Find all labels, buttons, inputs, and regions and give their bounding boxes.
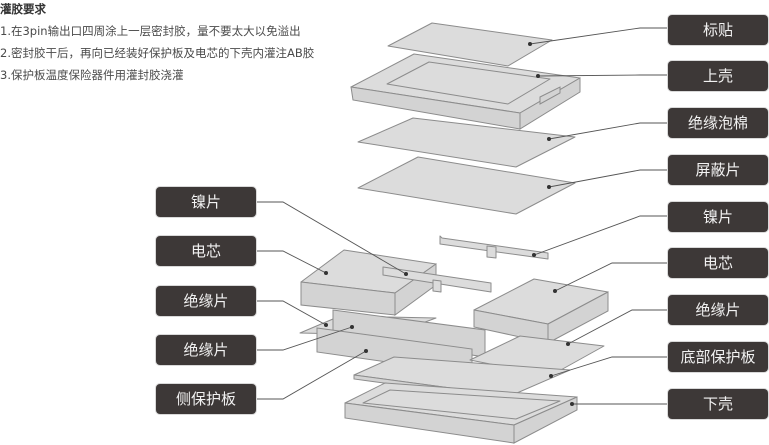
- part-shielding-sheet: [357, 156, 576, 215]
- part-upper-shell: [350, 53, 581, 130]
- leader-line: [548, 122, 668, 140]
- leader-anchor-dot: [404, 272, 408, 276]
- leader-anchor-dot: [570, 402, 574, 406]
- label-bottom-protection-board: 底部保护板: [668, 342, 768, 372]
- leader-anchor-dot: [364, 349, 368, 353]
- notes-title: 灌胶要求: [0, 2, 46, 16]
- label-cell-right: 电芯: [668, 248, 768, 278]
- leader-anchor-dot: [532, 253, 536, 257]
- leader-line: [567, 309, 668, 345]
- label-nickel-strip-right: 镍片: [668, 202, 768, 232]
- label-cell-left: 电芯: [156, 236, 256, 266]
- part-lower-shell: [344, 382, 578, 444]
- leader-anchor-dot: [536, 74, 540, 78]
- leader-line: [533, 215, 668, 256]
- leader-anchor-dot: [549, 374, 553, 378]
- leader-line: [550, 356, 668, 377]
- label-insulation-sheet-right: 绝缘片: [668, 295, 768, 325]
- leader-anchor-dot: [528, 42, 532, 46]
- leader-anchor-dot: [566, 342, 570, 346]
- label-upper-shell: 上壳: [668, 61, 768, 91]
- leader-line: [256, 250, 327, 274]
- note-item: 3.保护板温度保险器件用灌封胶浇灌: [0, 68, 184, 82]
- part-cell-right: [473, 278, 609, 344]
- leader-line: [548, 169, 668, 188]
- leader-line: [256, 326, 353, 351]
- leader-line: [554, 262, 668, 292]
- label-shielding-sheet: 屏蔽片: [668, 155, 768, 185]
- leader-line: [256, 350, 367, 400]
- label-lower-shell: 下壳: [668, 389, 768, 419]
- part-nickel-strip-left: [382, 266, 492, 293]
- leader-anchor-dot: [350, 325, 354, 329]
- part-cell-left: [300, 249, 437, 316]
- leader-anchor-dot: [547, 185, 551, 189]
- part-nickel-strip-right: [439, 235, 549, 260]
- note-item: 1.在3pin输出口四周涂上一层密封胶，量不要太大以免溢出: [0, 24, 301, 38]
- label-side-protection-board: 侧保护板: [156, 384, 256, 414]
- potting-requirements: 灌胶要求 1.在3pin输出口四周涂上一层密封胶，量不要太大以免溢出 2.密封胶…: [0, 0, 314, 86]
- part-insulation-foam: [357, 117, 576, 168]
- note-item: 2.密封胶干后，再向已经装好保护板及电芯的下壳内灌注AB胶: [0, 46, 315, 60]
- leader-line: [256, 201, 407, 275]
- part-label-sticker: [387, 22, 553, 67]
- label-insulation-foam: 绝缘泡棉: [668, 108, 768, 138]
- leader-line: [256, 300, 327, 326]
- leader-line: [529, 27, 668, 45]
- label-insulation-sheet-left-1: 绝缘片: [156, 286, 256, 316]
- label-nickel-strip-left: 镍片: [156, 187, 256, 217]
- leader-anchor-dot: [547, 137, 551, 141]
- leader-anchor-dot: [324, 271, 328, 275]
- leader-anchor-dot: [324, 323, 328, 327]
- label-sticker: 标贴: [668, 15, 768, 45]
- leader-anchor-dot: [553, 289, 557, 293]
- leader-line: [537, 74, 668, 77]
- label-insulation-sheet-left-2: 绝缘片: [156, 335, 256, 365]
